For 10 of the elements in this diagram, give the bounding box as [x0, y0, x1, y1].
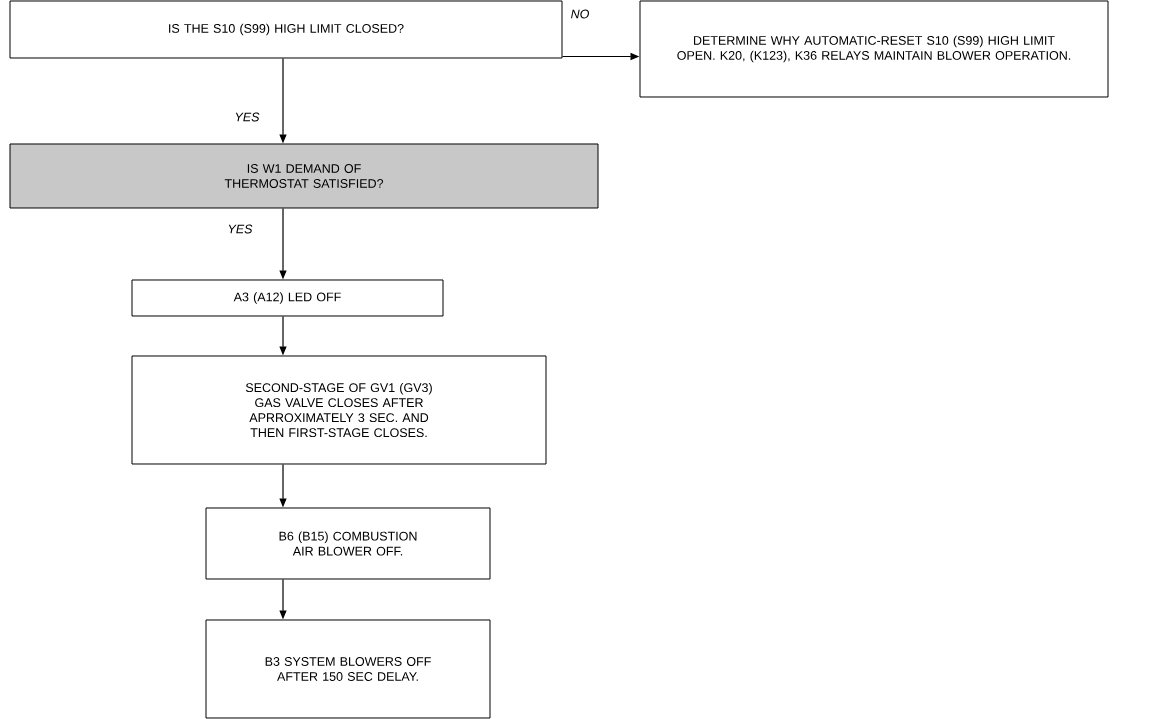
process-box: B3 SYSTEM BLOWERS OFF AFTER 150 SEC DELAY.	[205, 619, 491, 719]
edge-label: NO	[569, 8, 591, 20]
edge-label: YES	[226, 223, 254, 235]
decision-box: IS W1 DEMAND OF THERMOSTAT SATISFIED?	[9, 143, 599, 209]
process-box: A3 (A12) LED OFF	[131, 279, 444, 317]
process-box: B6 (B15) COMBUSTION AIR BLOWER OFF.	[205, 507, 491, 580]
process-box: SECOND-STAGE OF GV1 (GV3) GAS VALVE CLOSES AFTER APRROXIMATELY 3 SEC. AND THEN FIRST-STAGE CLOSES.	[131, 355, 547, 465]
edge-label: YES	[233, 111, 261, 123]
process-box: DETERMINE WHY AUTOMATIC-RESET S10 (S99) HIGH LIMIT OPEN. K20, (K123), K36 RELAYS MAINTAIN BLOWER OPERATION.	[639, 0, 1109, 98]
decision-box: IS THE S10 (S99) HIGH LIMIT CLOSED?	[9, 0, 563, 59]
